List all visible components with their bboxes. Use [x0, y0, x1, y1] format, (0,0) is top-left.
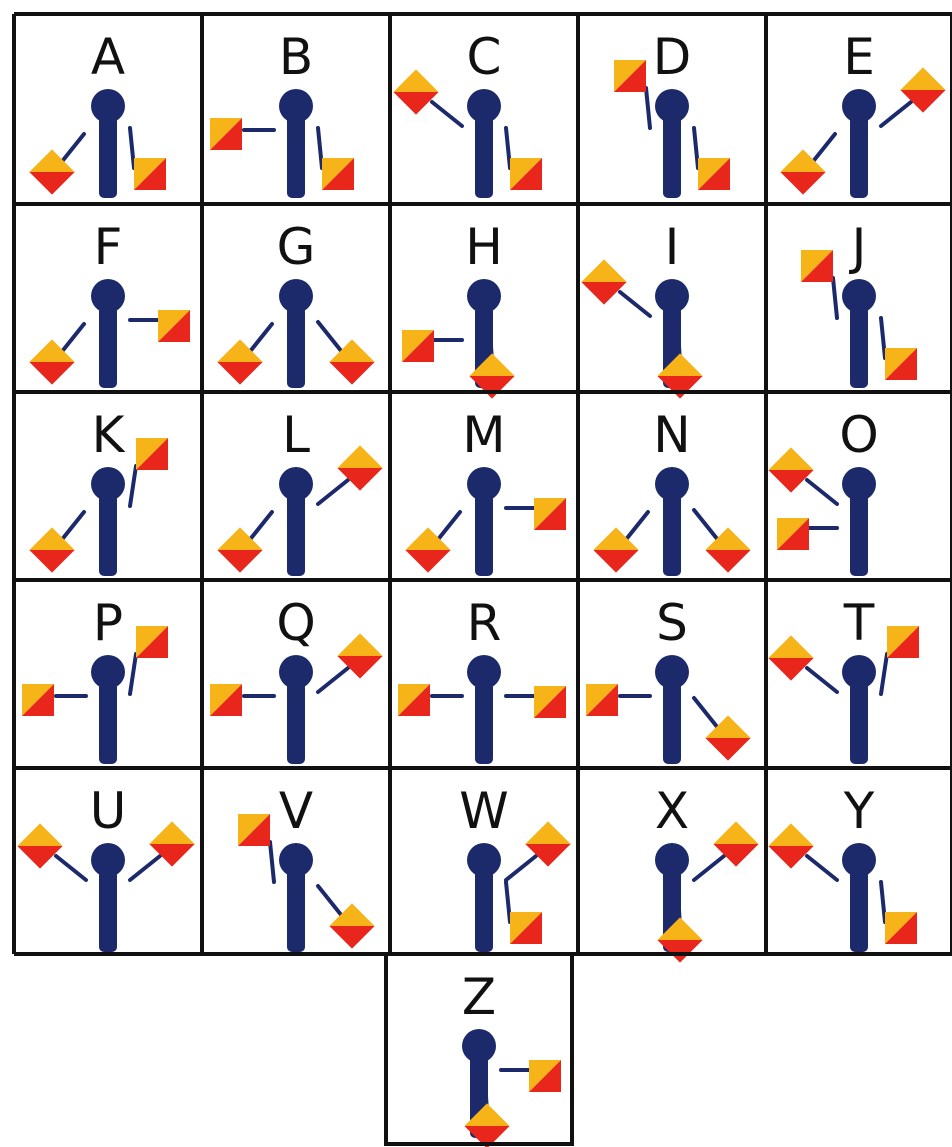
letter-label-u: U: [90, 782, 127, 840]
figure-body: [475, 116, 493, 198]
letter-label-d: D: [653, 28, 692, 86]
letter-label-j: J: [849, 218, 867, 276]
letter-label-x: X: [655, 782, 689, 840]
letter-label-c: C: [467, 28, 502, 86]
flag-p-0: [22, 684, 54, 716]
flag-c-1: [510, 158, 542, 190]
letter-label-w: W: [459, 782, 508, 840]
flag-t-1: [887, 626, 919, 658]
figure-body: [99, 306, 117, 388]
figure-body: [287, 870, 305, 952]
figure-body: [850, 306, 868, 388]
figure-body: [287, 116, 305, 198]
flag-j-0: [801, 250, 833, 282]
letter-label-a: A: [91, 28, 125, 86]
flag-z-0: [529, 1060, 561, 1092]
figure-body: [850, 870, 868, 952]
letter-label-q: Q: [276, 594, 315, 652]
figure-body: [99, 116, 117, 198]
flag-w-1: [510, 912, 542, 944]
flag-r-1: [534, 686, 566, 718]
flag-o-1: [777, 518, 809, 550]
letter-label-v: V: [279, 782, 313, 840]
letter-label-y: Y: [843, 782, 875, 840]
figure-body: [475, 870, 493, 952]
letter-label-b: B: [279, 28, 313, 86]
letter-label-p: P: [93, 594, 123, 652]
letter-label-n: N: [653, 406, 690, 464]
letter-label-o: O: [839, 406, 878, 464]
flag-s-0: [586, 684, 618, 716]
flag-d-0: [614, 60, 646, 92]
figure-body: [475, 494, 493, 576]
letter-label-s: S: [656, 594, 688, 652]
figure-body: [475, 682, 493, 764]
letter-label-k: K: [92, 406, 126, 464]
figure-body: [663, 682, 681, 764]
figure-body: [663, 494, 681, 576]
figure-body: [287, 494, 305, 576]
figure-body: [99, 494, 117, 576]
flag-h-0: [402, 330, 434, 362]
flag-q-0: [210, 684, 242, 716]
letter-label-l: L: [282, 406, 310, 464]
figure-body: [287, 306, 305, 388]
letter-label-t: T: [843, 594, 875, 652]
letter-label-g: G: [277, 218, 316, 276]
flag-r-0: [398, 684, 430, 716]
figure-body: [850, 682, 868, 764]
flag-b-1: [322, 158, 354, 190]
flag-y-1: [885, 912, 917, 944]
flag-b-0: [210, 118, 242, 150]
flag-f-1: [158, 310, 190, 342]
letter-label-e: E: [843, 28, 875, 86]
letter-label-i: I: [665, 218, 680, 276]
letter-label-h: H: [465, 218, 503, 276]
flag-p-1: [136, 626, 168, 658]
flag-v-0: [238, 814, 270, 846]
figure-body: [663, 116, 681, 198]
letter-label-z: Z: [462, 968, 496, 1026]
flag-a-1: [134, 158, 166, 190]
letter-label-m: M: [462, 406, 505, 464]
figure-body: [850, 116, 868, 198]
flag-j-1: [885, 348, 917, 380]
figure-body: [99, 870, 117, 952]
flag-d-1: [698, 158, 730, 190]
letter-label-f: F: [94, 218, 123, 276]
letter-label-r: R: [467, 594, 502, 652]
flag-k-1: [136, 438, 168, 470]
flag-m-1: [534, 498, 566, 530]
figure-body: [287, 682, 305, 764]
figure-body: [850, 494, 868, 576]
figure-body: [99, 682, 117, 764]
